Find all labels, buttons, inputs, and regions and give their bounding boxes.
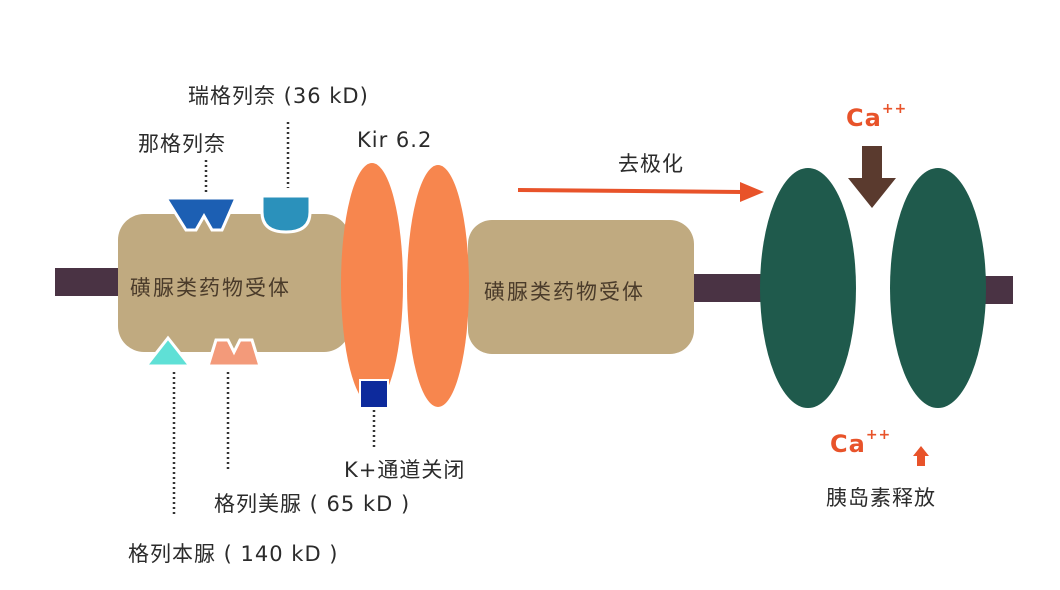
depolarization-arrow: [517, 188, 743, 194]
glimepiride-binding-site: [205, 338, 263, 368]
ca-top-text: Ca: [846, 104, 882, 132]
glibenclamide-binding-site: [142, 335, 194, 368]
label-nateglinide: 那格列奈: [138, 132, 226, 156]
label-ca-top: Ca++: [846, 101, 908, 132]
calcium-channel-right: [890, 168, 986, 408]
receptor-right: [468, 220, 694, 354]
label-receptor-right: 磺脲类药物受体: [484, 280, 645, 304]
membrane-bar-middle: [690, 274, 770, 302]
label-k-channel-closed: K+通道关闭: [344, 458, 466, 482]
repaglinide-binding-site: [260, 194, 312, 234]
ca-bottom-charge: ++: [865, 427, 892, 443]
calcium-channel-left: [760, 168, 856, 408]
label-receptor-left: 磺脲类药物受体: [130, 276, 291, 300]
label-depolarization: 去极化: [618, 152, 684, 176]
label-ca-bottom: Ca++: [830, 427, 892, 458]
calcium-up-arrow: [913, 446, 929, 466]
nateglinide-binding-site: [163, 196, 239, 232]
ca-top-charge: ++: [881, 101, 908, 117]
kir-channel-right: [407, 165, 469, 407]
label-repaglinide: 瑞格列奈 (36 kD): [188, 84, 369, 108]
ca-bottom-text: Ca: [830, 430, 866, 458]
label-kir: Kir 6.2: [357, 128, 433, 152]
label-insulin-release: 胰岛素释放: [826, 486, 936, 510]
receptor-left: [118, 214, 350, 352]
depolarization-arrowhead: [740, 182, 764, 202]
membrane-bar-right: [985, 276, 1013, 304]
label-glimepiride: 格列美脲 ( 65 kD ): [214, 492, 411, 516]
membrane-bar-left: [55, 268, 125, 296]
calcium-influx-arrow: [848, 146, 896, 208]
k-channel-block: [359, 379, 389, 409]
label-glibenclamide: 格列本脲 ( 140 kD ): [128, 542, 339, 566]
kir-channel-left: [341, 163, 403, 405]
